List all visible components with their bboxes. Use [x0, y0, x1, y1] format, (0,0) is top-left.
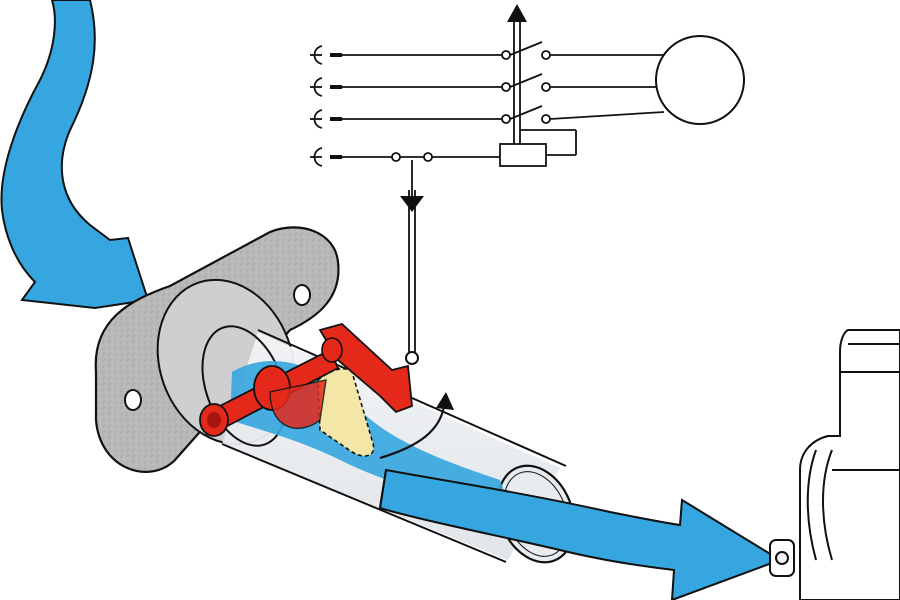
paddle-mechanism — [199, 323, 413, 437]
motor-symbol — [655, 35, 745, 125]
control-circuit — [310, 4, 745, 167]
supply-terminal — [310, 77, 502, 97]
equipment-outline — [769, 329, 900, 600]
outflow-arrow — [378, 468, 783, 600]
contactor-coil — [499, 143, 547, 167]
rotation-arrow — [379, 392, 454, 460]
signal-link — [400, 160, 424, 365]
bolt-hole — [124, 389, 142, 411]
inflow-arrow — [0, 0, 150, 310]
bolt-hole — [293, 284, 311, 306]
supply-terminal — [310, 109, 502, 129]
supply-terminal — [310, 45, 502, 65]
contactor-contact — [501, 73, 656, 92]
supply-terminal — [310, 147, 392, 167]
contactor-contact — [501, 105, 665, 124]
contactor-contact — [501, 41, 664, 60]
